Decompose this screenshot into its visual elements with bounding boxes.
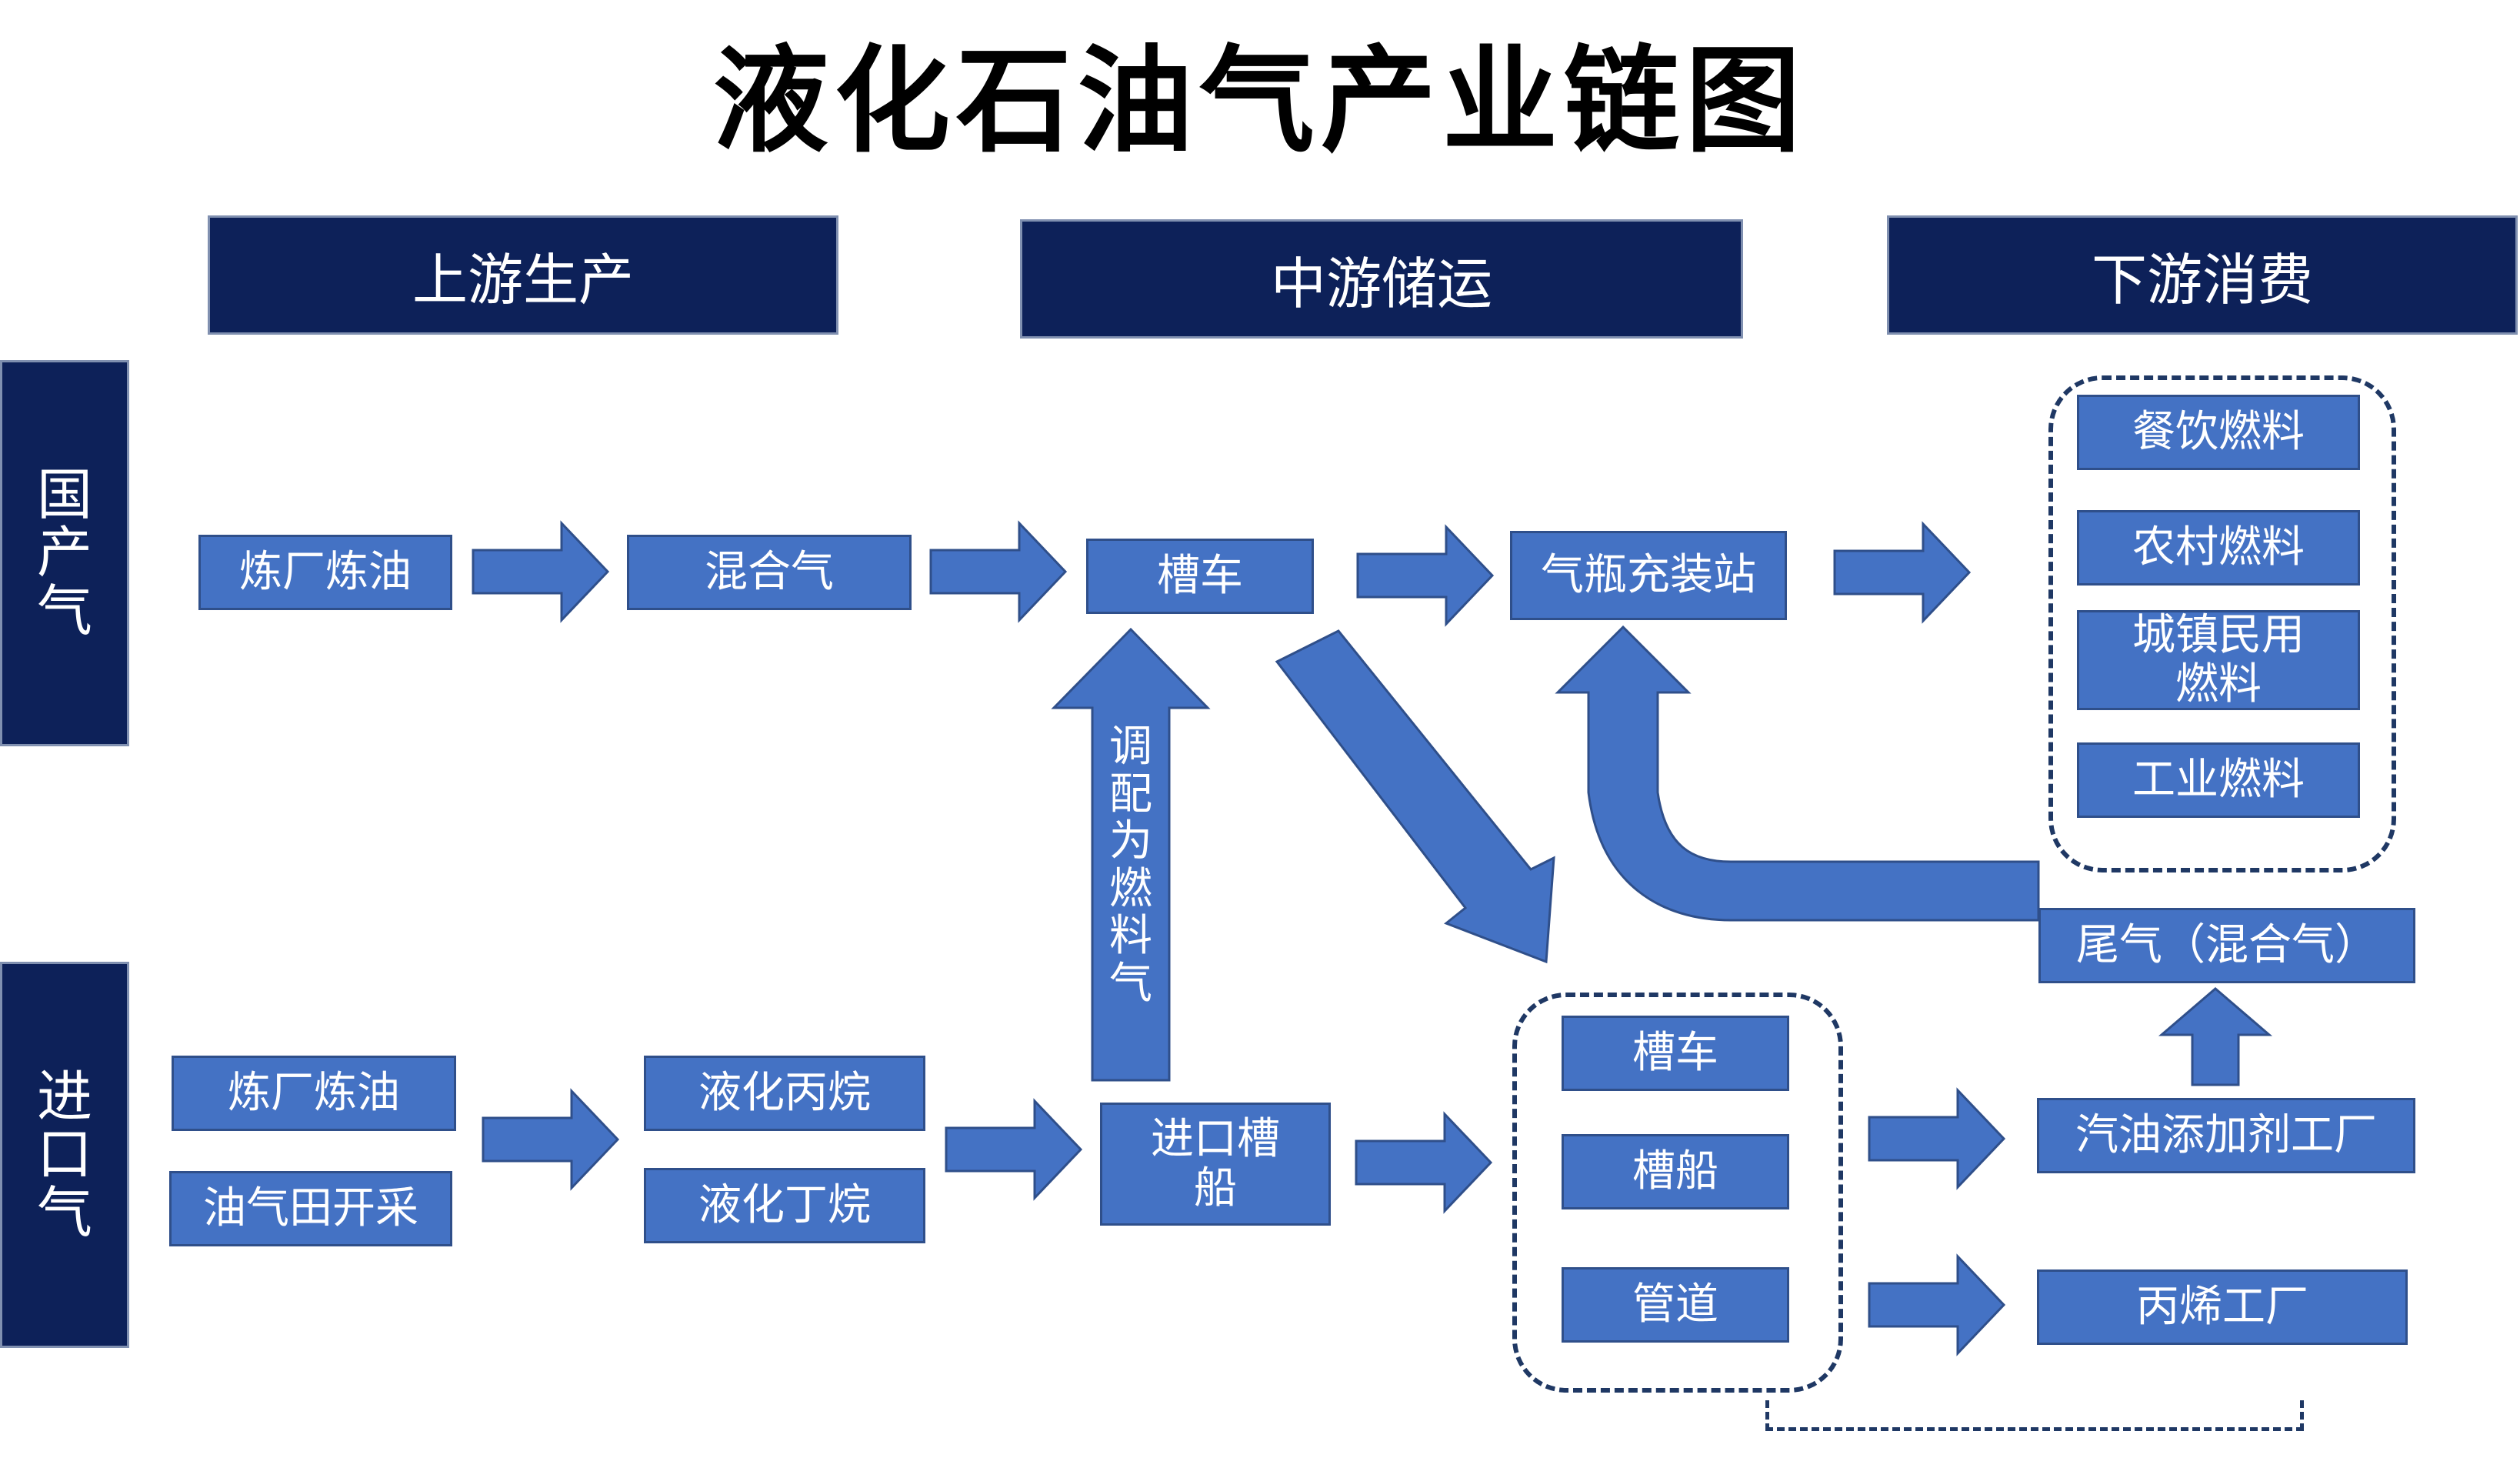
arrow-up [1051, 627, 1211, 1082]
box-imported-refinery: 炼厂炼油 [172, 1056, 456, 1131]
arrow-right [1833, 521, 1972, 624]
box-propylene: 丙烯工厂 [2037, 1269, 2408, 1345]
consumption-group [2048, 375, 2396, 872]
transport-group [1512, 993, 1843, 1393]
box-line: 进口槽 [1151, 1113, 1280, 1164]
box-mixed-gas: 混合气 [627, 535, 912, 610]
arrow-label-char: 调 [1109, 722, 1152, 772]
arrow-up [2158, 987, 2273, 1086]
arrow-right [945, 1098, 1083, 1201]
arrow-label-char: 燃 [1109, 863, 1152, 914]
arrow-right [482, 1088, 620, 1191]
arrow-right [1868, 1253, 2006, 1356]
box-rural-fuel: 农村燃料 [2077, 510, 2360, 586]
box-oilfield: 油气田开采 [169, 1171, 452, 1246]
bottom-dashed-bracket [1765, 1400, 2304, 1431]
arrow-label-char: 气 [1109, 958, 1152, 1009]
side-label-domestic: 国 产 气 [0, 360, 129, 746]
arrow-label-blend: 调 配 为 燃 料 气 [1108, 723, 1154, 1008]
box-line: 船 [1194, 1163, 1237, 1213]
side-label-char: 气 [36, 1179, 92, 1245]
box-industrial-fuel: 工业燃料 [2077, 742, 2360, 818]
box-tanker-top: 槽车 [1086, 539, 1314, 614]
arrow-right [1868, 1087, 2006, 1190]
box-line: 城镇民用 [2132, 609, 2305, 660]
box-filling-station: 气瓶充装站 [1510, 531, 1787, 620]
header-upstream: 上游生产 [208, 215, 838, 335]
side-label-imported: 进 口 气 [0, 962, 129, 1348]
box-tank-ship: 槽船 [1562, 1134, 1789, 1209]
box-domestic-refinery: 炼厂炼油 [198, 535, 452, 610]
arrow-right [929, 520, 1068, 623]
box-tail-gas: 尾气（混合气） [2038, 908, 2415, 983]
side-label-char: 国 [36, 462, 92, 527]
box-butane: 液化丁烷 [644, 1168, 925, 1243]
box-import-tanker: 进口槽 船 [1100, 1103, 1331, 1226]
side-label-char: 产 [36, 520, 92, 586]
box-catering-fuel: 餐饮燃料 [2077, 395, 2360, 470]
header-midstream: 中游储运 [1020, 219, 1743, 339]
box-propane: 液化丙烷 [644, 1056, 925, 1131]
arrow-right [1355, 1111, 1493, 1214]
arrow-label-char: 为 [1109, 816, 1152, 867]
arrow-right [1356, 524, 1495, 627]
box-pipeline: 管道 [1562, 1267, 1789, 1343]
arrow-label-char: 配 [1109, 769, 1152, 819]
side-label-char: 气 [36, 578, 92, 643]
box-gasoline-additive: 汽油添加剂工厂 [2037, 1098, 2415, 1173]
box-line: 燃料 [2175, 659, 2262, 709]
arrow-label-char: 料 [1109, 911, 1152, 962]
box-urban-fuel: 城镇民用 燃料 [2077, 610, 2360, 710]
arrow-diagonal [1275, 629, 1555, 964]
side-label-char: 进 [36, 1063, 92, 1129]
header-downstream: 下游消费 [1887, 215, 2518, 335]
arrow-right [472, 520, 610, 623]
side-label-char: 口 [36, 1122, 92, 1187]
box-tanker-bottom: 槽车 [1562, 1016, 1789, 1091]
arrow-curved [1555, 625, 2040, 922]
page-title: 液化石油气产业链图 [712, 35, 1807, 168]
